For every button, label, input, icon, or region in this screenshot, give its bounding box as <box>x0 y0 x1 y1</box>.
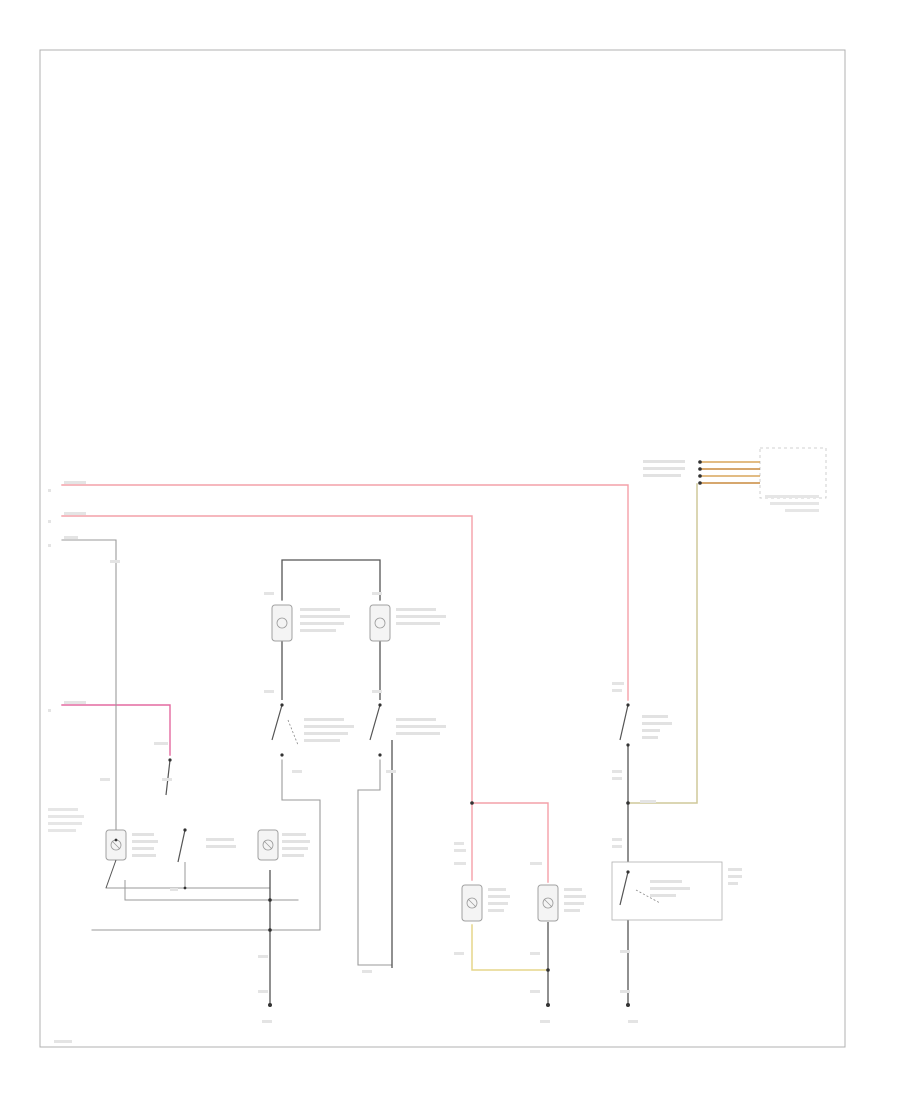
wire-gray-central-left <box>281 759 321 931</box>
ground-right <box>626 1003 638 1023</box>
ground-middle <box>540 1003 550 1023</box>
wire-pink-left <box>61 704 171 756</box>
connector-block <box>643 447 827 512</box>
pink-switch <box>165 758 172 796</box>
left-lamp <box>105 829 158 889</box>
wire-red-top <box>61 484 629 701</box>
splice-dots <box>114 801 630 972</box>
right-module <box>611 861 742 921</box>
wire-red-second <box>61 515 473 881</box>
middle-lamp-right <box>537 884 586 922</box>
center-right-lamp <box>257 829 310 861</box>
diagram-frame <box>39 49 846 1048</box>
central-switch-left <box>271 703 354 757</box>
central-relay-right <box>369 604 446 642</box>
central-switch-right <box>369 703 446 757</box>
center-left-switch <box>177 828 236 863</box>
central-relay-left <box>271 604 350 642</box>
wire-red-branch <box>471 802 549 883</box>
wire-gray-left <box>61 539 117 841</box>
wire-olive-right <box>627 483 698 804</box>
middle-lamp-left <box>461 884 510 922</box>
wire-labels <box>48 481 656 1043</box>
ground-left <box>262 1003 272 1023</box>
wire-dark-loop <box>281 559 381 601</box>
right-upper-switch <box>619 703 672 747</box>
wire-yellow-bottom <box>471 924 549 971</box>
wire-gray-central-right <box>357 759 393 966</box>
